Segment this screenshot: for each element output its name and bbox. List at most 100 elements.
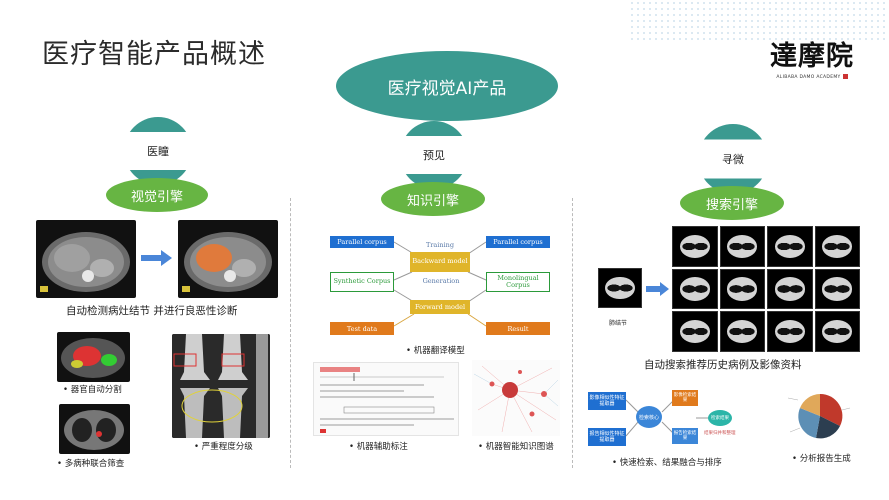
mt-model-label: • 机器翻译模型 [406, 346, 465, 356]
merge-sort-label: 结果归并和整理 [704, 431, 736, 436]
generation-label: Generation [420, 276, 462, 286]
mt-diagram: Parallel corpus Parallel corpus Training… [322, 228, 558, 346]
case-thumbnail[interactable] [672, 311, 718, 352]
similar-cases-grid [672, 226, 860, 352]
ct-scan-segmented [178, 220, 278, 298]
case-thumbnail[interactable] [672, 226, 718, 267]
ct-scan-original [36, 220, 136, 298]
knowledge-graph-image [472, 360, 560, 436]
box-label: Backward model [412, 257, 468, 266]
search-caption: 自动搜索推荐历史病例及影像资料 [644, 359, 802, 371]
annotation-label: • 机器辅助标注 [349, 442, 408, 452]
image-feature-extractor-box: 影像相似性特征提取器 [588, 392, 626, 410]
box-label: Result [507, 324, 529, 333]
vision-caption: 自动检测病灶结节 并进行良恶性诊断 [66, 305, 238, 317]
box-label: 检索结果 [711, 416, 729, 421]
box-label: 报告相似性特征提取器 [589, 431, 625, 443]
sphere-yujian: 预见 [400, 121, 468, 189]
knee-xray-image [172, 334, 270, 438]
sphere-label: 医瞳 [147, 145, 169, 158]
knowledge-engine-badge: 知识引擎 [381, 182, 485, 216]
final-results-node: 检索结果 [708, 410, 732, 426]
organ-segmentation-drawing [61, 338, 125, 378]
logo-subtitle: ALIBABA DAMO ACADEMY [776, 75, 841, 80]
column-divider-right [572, 198, 573, 468]
report-feature-extractor-box: 报告相似性特征提取器 [588, 428, 626, 446]
backward-model-box: Backward model [410, 252, 470, 272]
case-thumbnail[interactable] [672, 268, 718, 310]
query-nodule-image [598, 268, 642, 308]
box-label: Parallel corpus [337, 238, 387, 246]
box-label: Training [425, 241, 454, 249]
page-title: 医疗智能产品概述 [42, 39, 266, 70]
product-label: 医疗视觉AI产品 [387, 78, 507, 99]
annotation-screenshot [313, 362, 459, 436]
knowledge-graph-label: • 机器智能知识图谱 [478, 442, 554, 452]
test-data-box: Test data [330, 322, 394, 335]
engine-label: 搜索引擎 [705, 197, 758, 213]
annotation-lines [320, 367, 454, 433]
sphere-xunwei: 寻微 [698, 124, 768, 194]
chest-ct-drawing [64, 410, 124, 450]
case-thumbnail[interactable] [814, 311, 860, 352]
case-thumbnail[interactable] [767, 311, 813, 352]
parallel-corpus-right-box: Parallel corpus [486, 236, 550, 248]
case-thumbnail[interactable] [767, 226, 813, 267]
result-box: Result [486, 322, 550, 335]
box-label: 报告检索结果 [673, 430, 697, 441]
engine-label: 视觉引擎 [130, 189, 183, 205]
multi-disease-label: • 多病种联合筛查 [57, 459, 125, 469]
search-fusion-label: • 快速检索、结果融合与排序 [612, 458, 722, 468]
dot-pattern-decoration [629, 0, 889, 40]
column-divider-left [290, 198, 291, 468]
vision-engine-badge: 视觉引擎 [106, 178, 208, 212]
case-thumbnail[interactable] [814, 226, 860, 267]
training-label: Training [422, 240, 458, 250]
engine-label: 知识引擎 [406, 193, 459, 209]
organ-segmentation-label: • 器官自动分割 [63, 385, 122, 395]
box-label: Synthetic Corpus [333, 277, 391, 286]
monolingual-corpus-box: Monolingual Corpus [486, 272, 550, 292]
sphere-yitong: 医瞳 [124, 117, 192, 185]
case-thumbnail[interactable] [719, 268, 765, 310]
search-engine-badge: 搜索引擎 [680, 186, 784, 220]
box-label: Monolingual Corpus [497, 273, 539, 289]
case-thumbnail[interactable] [814, 268, 860, 310]
box-label: Forward model [414, 303, 466, 311]
case-thumbnail[interactable] [767, 268, 813, 310]
sphere-label: 寻微 [722, 153, 744, 166]
report-pie-chart [778, 390, 858, 446]
report-pie-drawing [787, 393, 851, 439]
product-ellipse: 医疗视觉AI产品 [336, 51, 558, 121]
knee-xray-drawing [172, 334, 270, 438]
parallel-corpus-left-box: Parallel corpus [330, 236, 394, 248]
seal-icon [842, 74, 848, 79]
knowledge-graph-drawing [473, 365, 559, 433]
damo-logo: 達摩院 ALIBABA DAMO ACADEMY [767, 34, 857, 80]
box-label: Generation [422, 277, 460, 285]
box-label: 影像相似性特征提取器 [589, 395, 625, 407]
ct-scan-original-drawing [40, 232, 130, 292]
case-thumbnail[interactable] [719, 226, 765, 267]
ct-scan-segmented-drawing [182, 232, 272, 292]
sphere-label: 预见 [423, 149, 445, 162]
image-results-box: 影像检索结果 [672, 390, 698, 406]
synthetic-corpus-box: Synthetic Corpus [330, 272, 394, 292]
forward-model-box: Forward model [410, 300, 470, 314]
mt-diagram-arrows [393, 241, 487, 327]
report-results-box: 报告检索结果 [672, 428, 698, 444]
search-core-node: 检索核心 [636, 406, 662, 428]
case-thumbnail[interactable] [719, 311, 765, 352]
arrow-right-icon [141, 250, 173, 270]
chest-ct-image [59, 404, 130, 454]
arrow-right-icon [646, 281, 670, 300]
report-generation-label: • 分析报告生成 [792, 454, 851, 464]
organ-segmentation-image [57, 332, 130, 382]
logo-text: 達摩院 [770, 41, 854, 72]
severity-grading-label: • 严重程度分级 [194, 442, 253, 452]
nodule-label: 肺结节 [609, 320, 628, 327]
box-label: Test data [346, 324, 378, 333]
box-label: Parallel corpus [493, 238, 543, 246]
box-label: 影像检索结果 [673, 392, 697, 403]
box-label: 检索核心 [638, 414, 659, 421]
